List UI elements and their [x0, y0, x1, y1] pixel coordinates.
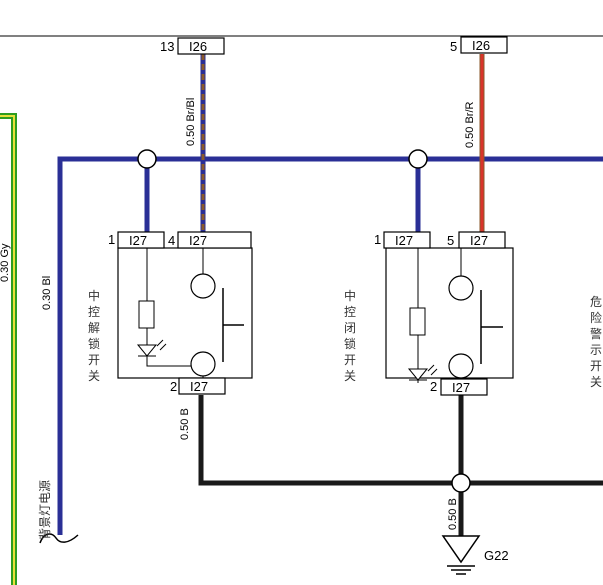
backlight-power-label: 背景灯电源	[38, 480, 52, 540]
splice-node-right	[408, 149, 428, 169]
ground-symbol	[441, 535, 481, 575]
splice-node-left	[137, 149, 157, 169]
svg-text:I26: I26	[472, 38, 490, 53]
svg-text:I27: I27	[190, 379, 208, 394]
svg-text:I27: I27	[470, 233, 488, 248]
svg-text:I26: I26	[189, 39, 207, 54]
svg-text:开: 开	[344, 353, 356, 367]
svg-text:示: 示	[590, 343, 602, 357]
wire-break-symbol	[39, 533, 79, 544]
svg-text:2: 2	[170, 379, 177, 394]
connector-top-left: 13 I26	[160, 37, 225, 55]
splice-node-ground	[451, 473, 471, 493]
wire-label-gy: 0.30 Gy	[0, 243, 11, 282]
svg-text:I27: I27	[452, 380, 470, 395]
unlock-switch: 1 I27 4 I27 2 I27	[108, 231, 253, 395]
svg-text:5: 5	[450, 39, 457, 54]
gy-wire	[0, 113, 17, 585]
svg-text:I27: I27	[395, 233, 413, 248]
unlock-switch-label: 中 控 解 锁 开 关	[88, 288, 100, 383]
svg-text:关: 关	[88, 369, 100, 383]
hazard-switch-label: 危 险 警 示 开 关	[590, 295, 602, 389]
svg-text:危: 危	[590, 295, 602, 309]
svg-text:锁: 锁	[344, 336, 356, 351]
svg-text:中: 中	[88, 288, 100, 303]
svg-text:解: 解	[88, 321, 100, 335]
svg-text:控: 控	[344, 305, 356, 319]
svg-text:闭: 闭	[344, 321, 356, 335]
wire-label-b-left: 0.50 B	[179, 408, 191, 440]
wire-label-b-ground: 0.50 B	[447, 498, 459, 530]
svg-text:控: 控	[88, 305, 100, 319]
svg-text:锁: 锁	[88, 336, 100, 351]
svg-text:I27: I27	[189, 233, 207, 248]
svg-text:开: 开	[88, 353, 100, 367]
connector-top-right: 5 I26	[450, 36, 508, 54]
svg-text:1: 1	[374, 232, 381, 247]
svg-text:关: 关	[590, 375, 602, 389]
svg-text:2: 2	[430, 379, 437, 394]
svg-text:I27: I27	[129, 233, 147, 248]
svg-text:开: 开	[590, 359, 602, 373]
black-ground-wire	[198, 395, 603, 536]
wire-label-brr: 0.50 Br/R	[464, 101, 476, 148]
wire-label-brbl: 0.50 Br/Bl	[185, 98, 197, 146]
svg-text:险: 险	[590, 310, 602, 325]
svg-text:关: 关	[344, 369, 356, 383]
wire-label-bl: 0.30 Bl	[41, 276, 53, 310]
svg-text:5: 5	[447, 233, 454, 248]
svg-text:中: 中	[344, 288, 356, 303]
svg-text:4: 4	[168, 233, 175, 248]
svg-text:13: 13	[160, 39, 174, 54]
svg-text:警: 警	[590, 326, 602, 341]
lock-switch: 1 I27 5 I27 2 I27	[374, 231, 514, 396]
ground-label: G22	[484, 548, 509, 563]
lock-switch-label: 中 控 闭 锁 开 关	[344, 288, 356, 383]
svg-text:1: 1	[108, 232, 115, 247]
